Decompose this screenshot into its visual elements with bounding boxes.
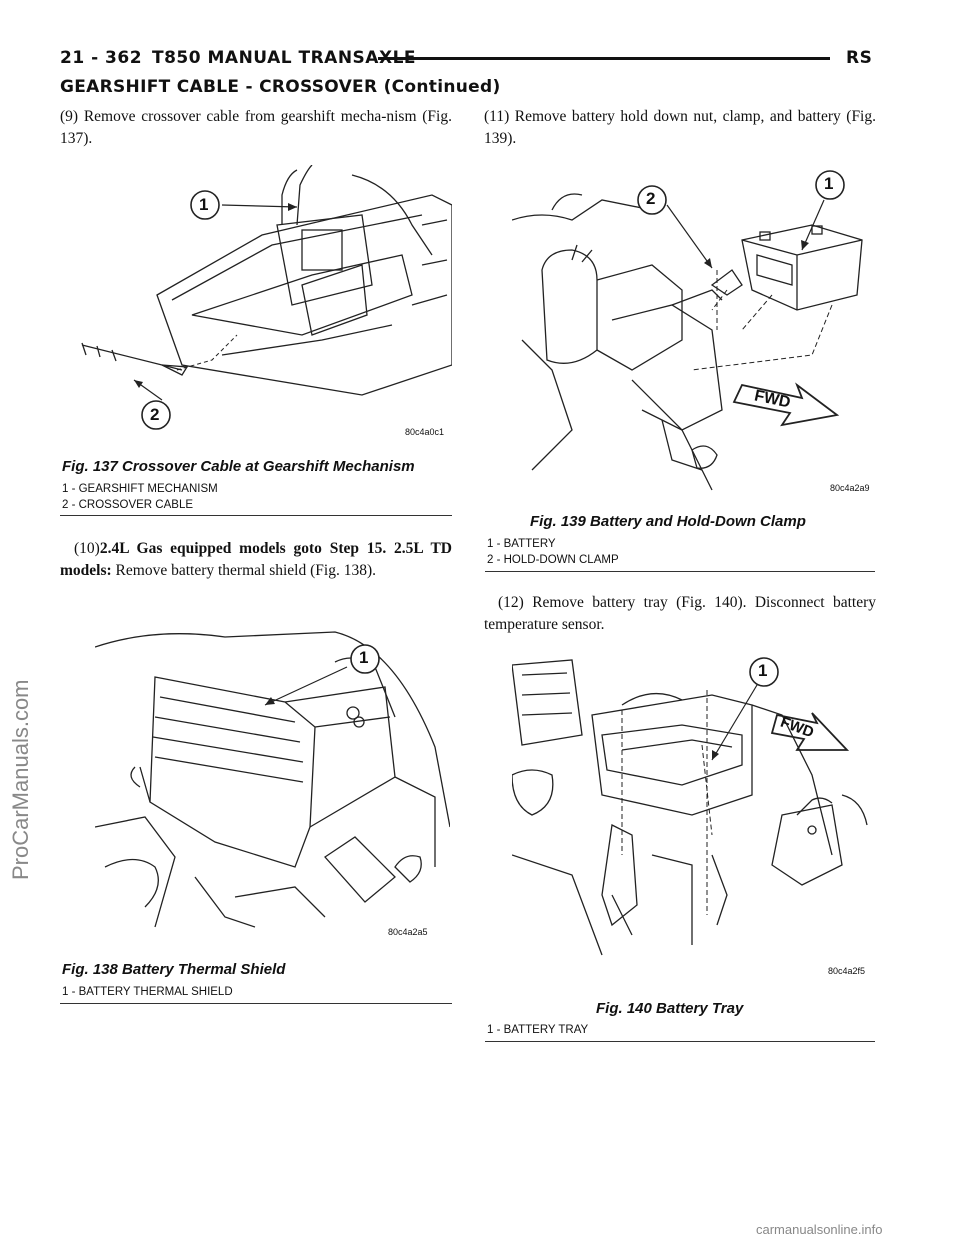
fig-137-rule [60, 515, 452, 516]
fig-140-rule [485, 1041, 875, 1042]
fig-137-illustration: 1 2 80c4a0c1 [62, 165, 452, 440]
legend-item: 1 - BATTERY TRAY [487, 1024, 589, 1036]
fig-138-illustration: 1 80c4a2a5 [95, 627, 450, 942]
section-title: GEARSHIFT CABLE - CROSSOVER (Continued) [60, 77, 501, 97]
callout-2: 2 [646, 189, 656, 208]
legend-item: 1 - BATTERY [487, 538, 556, 550]
legend-item: 2 - HOLD-DOWN CLAMP [487, 553, 619, 566]
legend-item: 2 - CROSSOVER CABLE [62, 498, 194, 511]
callout-1: 1 [824, 174, 834, 193]
fig-140-illustration: 1 FWD 80c4a2f5 [512, 655, 872, 980]
side-watermark: ProCarManuals.com [8, 679, 33, 880]
figure-code: 80c4a2a5 [388, 927, 428, 937]
fig-139-legend: 1 - BATTERY 2 - HOLD-DOWN CLAMP [487, 537, 619, 568]
page-number: 21 - 362 [60, 48, 143, 68]
fig-137-legend: 1 - GEARSHIFT MECHANISM 2 - CROSSOVER CA… [62, 482, 218, 513]
step-11-text: (11) Remove battery hold down nut, clamp… [484, 108, 876, 147]
fig-140-caption: Fig. 140 Battery Tray [596, 1000, 744, 1017]
figure-code: 80c4a0c1 [405, 427, 445, 437]
fig-140-legend: 1 - BATTERY TRAY [487, 1023, 588, 1039]
legend-item: 1 - GEARSHIFT MECHANISM [62, 483, 218, 495]
callout-2: 2 [150, 405, 160, 424]
step-10-text: (10)2.4L Gas equipped models goto Step 1… [60, 540, 452, 579]
chapter-title: T850 MANUAL TRANSAXLE [152, 48, 417, 68]
figure-code: 80c4a2a9 [830, 483, 870, 493]
footer-watermark: carmanualsonline.info [756, 1222, 883, 1237]
figure-code: 80c4a2f5 [828, 966, 866, 976]
fig-138-rule [60, 1003, 452, 1004]
callout-1: 1 [758, 661, 768, 680]
step-9-text: (9) Remove crossover cable from gearshif… [60, 108, 452, 147]
legend-item: 1 - BATTERY THERMAL SHIELD [62, 986, 233, 998]
callout-1: 1 [199, 195, 209, 214]
fig-137-caption: Fig. 137 Crossover Cable at Gearshift Me… [62, 458, 415, 475]
model-code: RS [846, 48, 873, 68]
fig-138-legend: 1 - BATTERY THERMAL SHIELD [62, 985, 233, 1001]
fig-139-rule [485, 571, 875, 572]
callout-1: 1 [359, 648, 369, 667]
header-rule [378, 57, 830, 60]
step-12-text: (12) Remove battery tray (Fig. 140). Dis… [484, 594, 876, 633]
fig-138-caption: Fig. 138 Battery Thermal Shield [62, 961, 286, 978]
fig-139-caption: Fig. 139 Battery and Hold-Down Clamp [530, 513, 806, 530]
fig-139-illustration: 1 2 FWD 80c4a2a9 [512, 170, 872, 495]
